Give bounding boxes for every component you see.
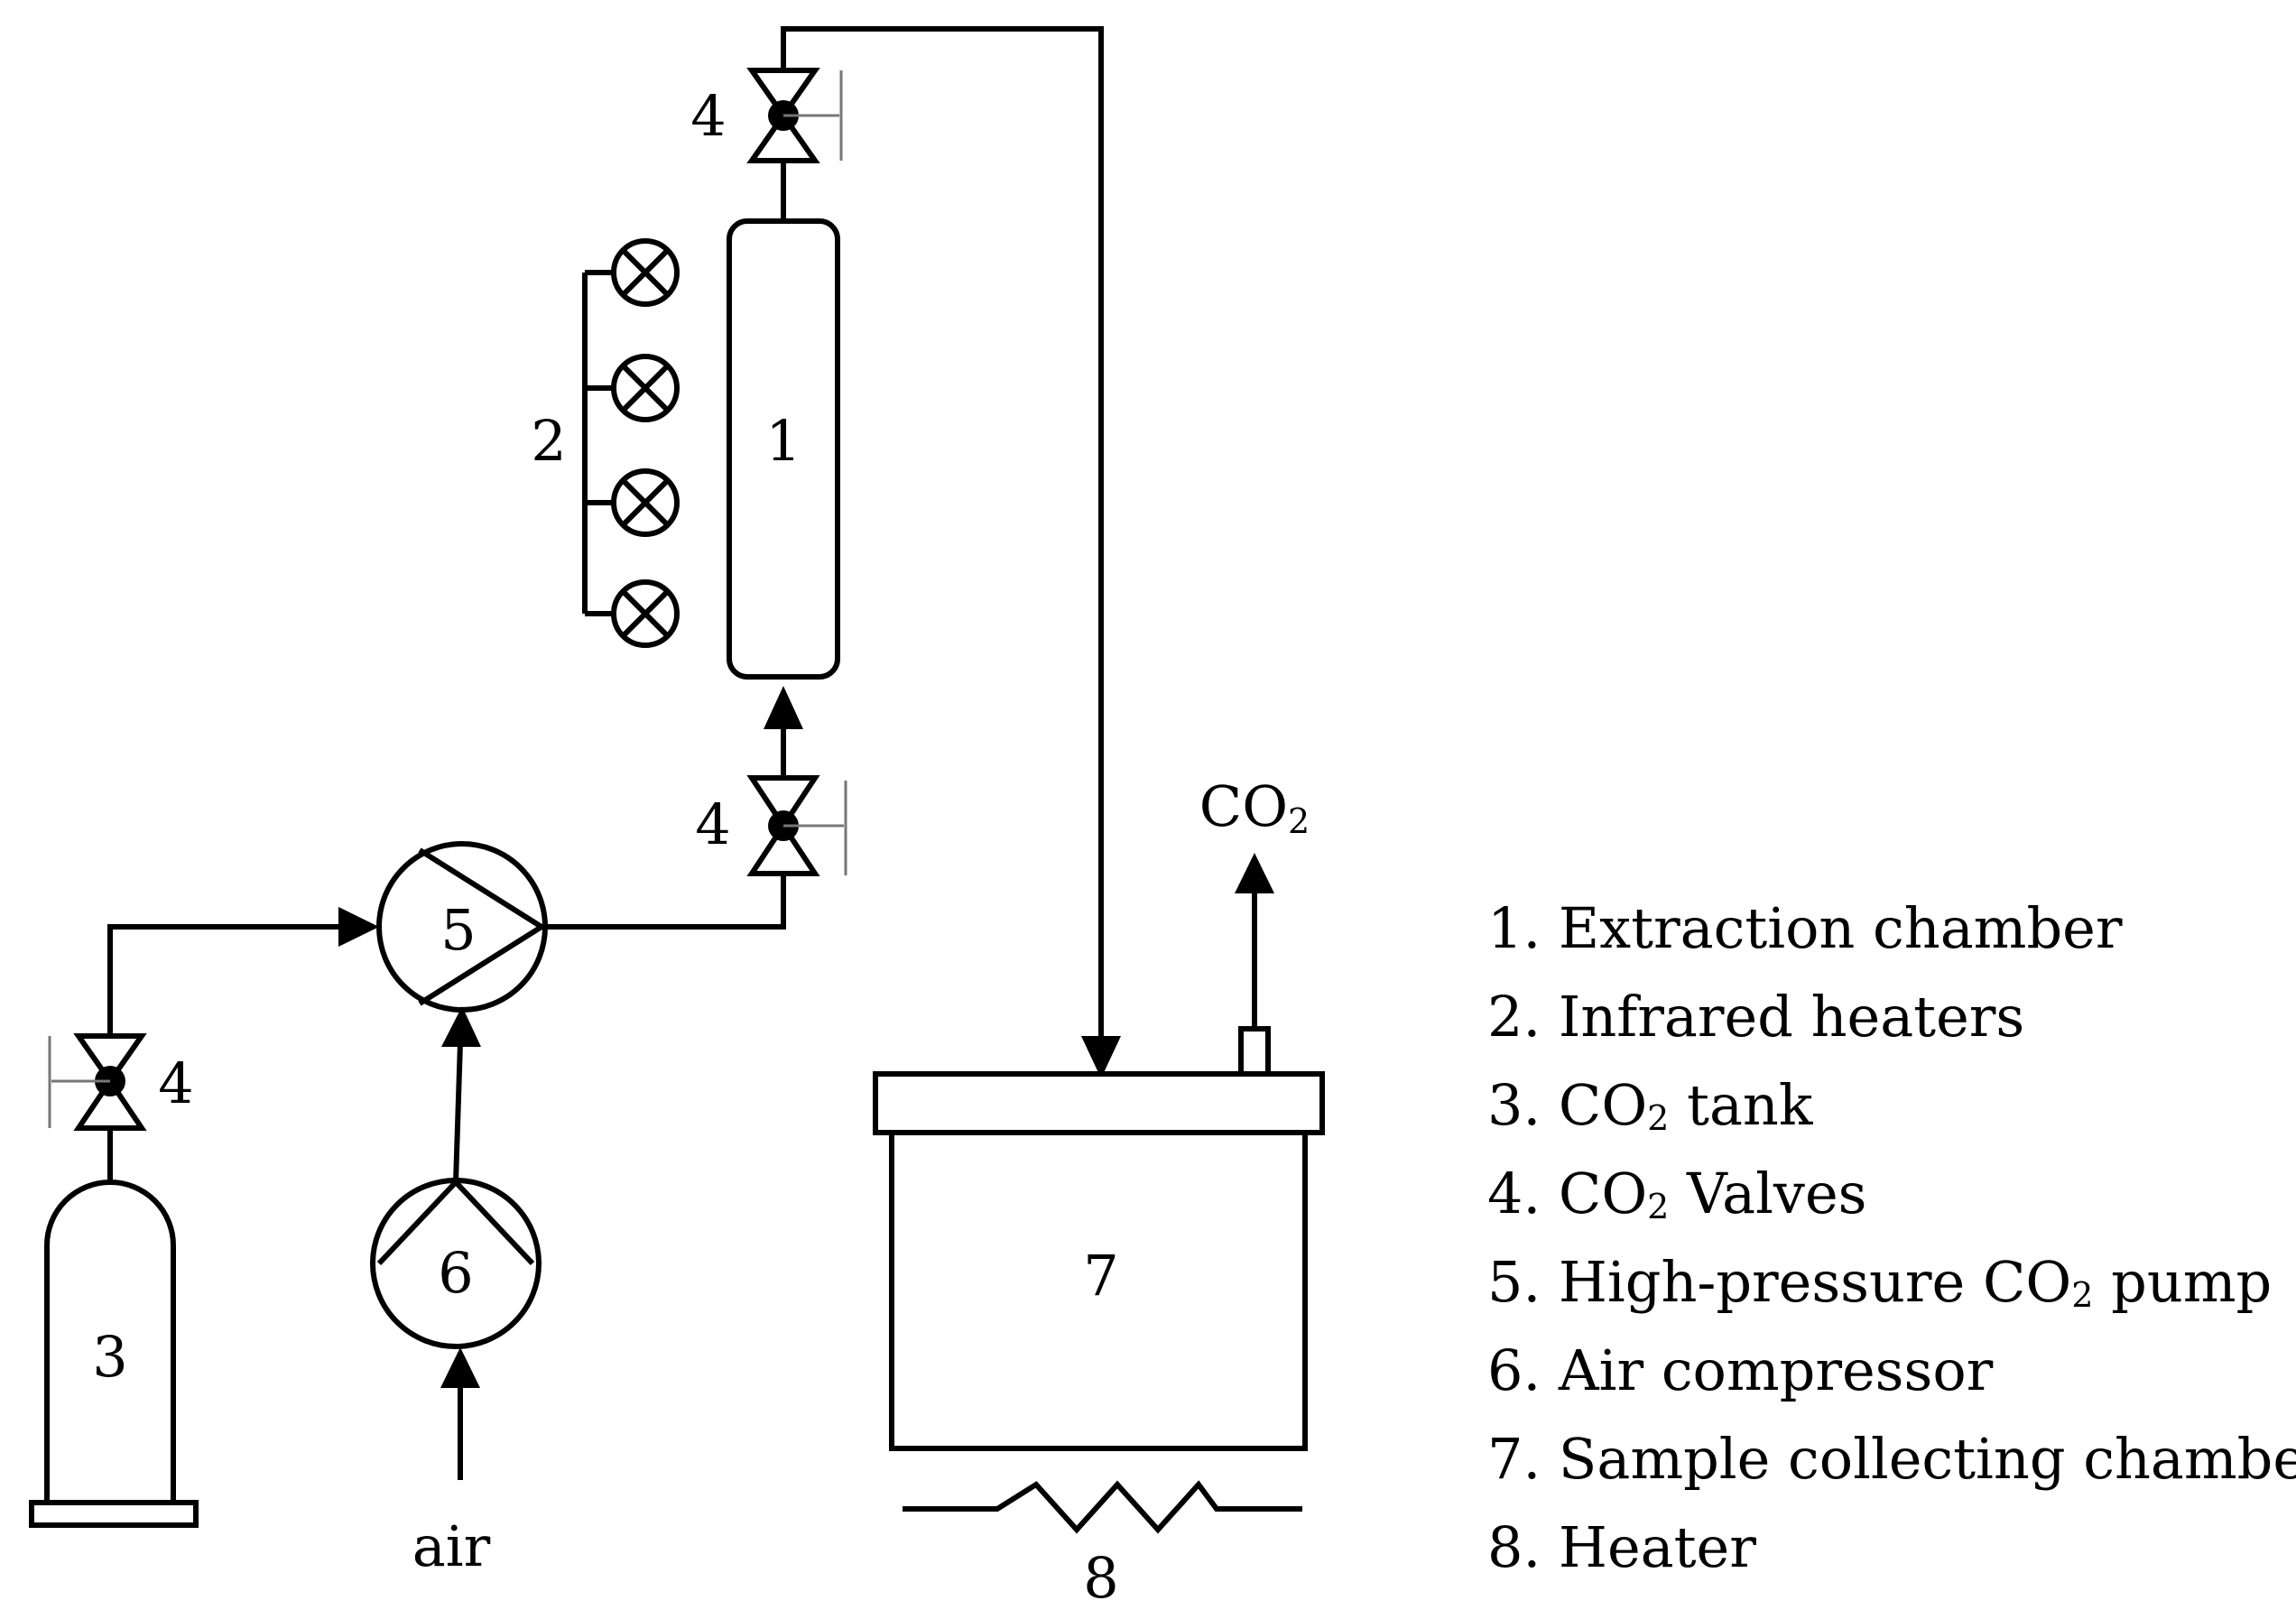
- infrared-heaters: 2: [531, 238, 680, 648]
- legend-item-4: 4. CO2 Valves: [1487, 1161, 1866, 1226]
- extraction-chamber: 1: [727, 218, 840, 680]
- valve-left: 4: [48, 1033, 194, 1131]
- legend-item-5: 5. High-pressure CO2 pump: [1487, 1249, 2272, 1315]
- label-air: air: [412, 1513, 491, 1579]
- label-pump: 5: [440, 897, 476, 963]
- air-compressor: 6: [370, 1178, 542, 1349]
- pipe-tank-to-pump: [107, 924, 343, 1036]
- co2-outlet-sub: 2: [1288, 801, 1310, 841]
- sample-collecting-chamber: 7: [873, 1026, 1325, 1451]
- label-valve-middle: 4: [695, 791, 730, 857]
- legend-item-6: 6. Air compressor: [1487, 1337, 1994, 1403]
- legend: 1. Extraction chamber 2. Infrared heaters…: [1487, 895, 2296, 1580]
- label-collector: 7: [1083, 1243, 1118, 1309]
- co2-pump: 5: [376, 841, 548, 1013]
- co2-outlet-co: CO: [1199, 773, 1288, 839]
- label-heaters: 2: [531, 408, 566, 474]
- label-heater: 8: [1083, 1545, 1118, 1611]
- pipe-chamber-to-collector: [781, 26, 1104, 1038]
- label-valve-left: 4: [158, 1050, 193, 1116]
- legend-item-8: 8. Heater: [1487, 1514, 1756, 1580]
- label-valve-top: 4: [690, 83, 726, 149]
- label-co2-outlet: CO2: [1199, 773, 1310, 841]
- heater: 8: [903, 1480, 1302, 1611]
- label-compressor: 6: [438, 1240, 473, 1306]
- arrow-co2-outlet-icon: [1235, 853, 1274, 893]
- heater-lamp-icon: [611, 579, 680, 648]
- heater-lamp-icon: [611, 354, 680, 422]
- arrow-air-inlet-icon: [440, 1347, 480, 1388]
- heater-lamp-icon: [611, 238, 680, 307]
- heater-lamp-icon: [611, 468, 680, 537]
- legend-item-2: 2. Infrared heaters: [1487, 984, 2024, 1050]
- arrow-into-pump-icon: [338, 907, 379, 947]
- pipe-compressor-to-pump: [453, 1041, 463, 1183]
- arrow-compressor-to-pump-icon: [441, 1006, 481, 1047]
- valve-middle: 4: [695, 775, 847, 876]
- label-chamber: 1: [765, 408, 801, 474]
- valve-top: 4: [690, 68, 843, 221]
- legend-item-1: 1. Extraction chamber: [1487, 895, 2123, 961]
- arrow-into-chamber-icon: [764, 686, 803, 729]
- legend-item-7: 7. Sample collecting chamber: [1487, 1426, 2296, 1492]
- arrow-into-collector-icon: [1081, 1036, 1121, 1078]
- pipe-pump-to-valve: [544, 874, 786, 930]
- label-tank: 3: [92, 1324, 127, 1390]
- legend-item-3: 3. CO2 tank: [1487, 1072, 1813, 1138]
- co2-tank: 3: [29, 1180, 199, 1528]
